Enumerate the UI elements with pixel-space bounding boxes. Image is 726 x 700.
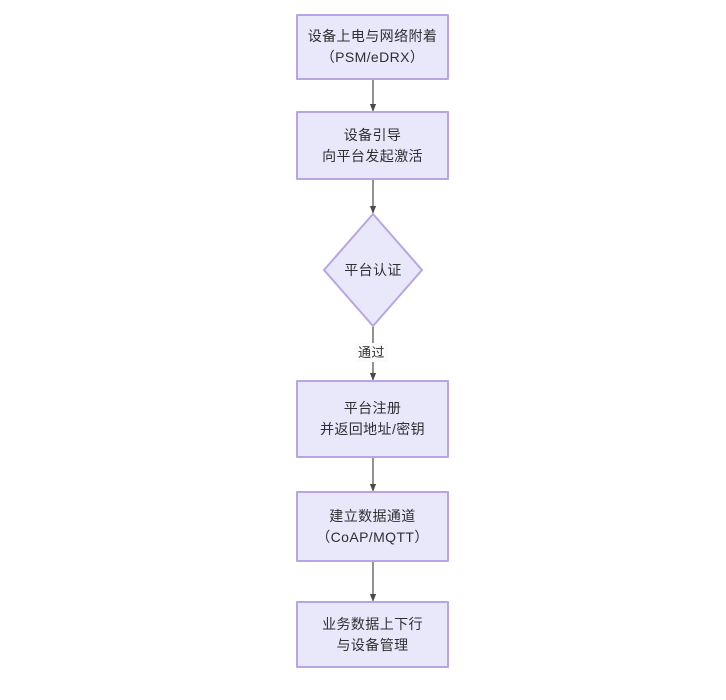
- node-text-line: 业务数据上下行: [322, 615, 423, 632]
- device-bootstrap-node[interactable]: 设备引导向平台发起激活: [296, 111, 449, 180]
- node-text-line: 设备上电与网络附着: [307, 28, 438, 44]
- service-data-node[interactable]: 业务数据上下行与设备管理: [296, 601, 449, 668]
- node-text-line: 建立数据通道: [329, 507, 416, 524]
- device-bootstrap-node-text: 设备引导向平台发起激活: [322, 125, 423, 167]
- node-text-line: （CoAP/MQTT）: [316, 528, 429, 545]
- node-text-line: 并返回地址/密钥: [319, 421, 426, 437]
- edge-auth-to-register-label: 通过: [355, 343, 389, 362]
- platform-authentication-decision-text: 平台认证: [344, 260, 402, 281]
- platform-register-node-text: 平台注册并返回地址/密钥: [320, 398, 425, 440]
- node-text-line: （PSM/eDRX）: [320, 49, 425, 65]
- node-text-line: 向平台发起激活: [322, 147, 423, 164]
- platform-register-node[interactable]: 平台注册并返回地址/密钥: [296, 380, 449, 458]
- data-channel-node-text: 建立数据通道 （CoAP/MQTT）: [316, 506, 429, 548]
- service-data-node-text: 业务数据上下行与设备管理: [322, 614, 423, 656]
- device-power-on-node-text: 设备上电与网络附着 （PSM/eDRX）: [308, 26, 438, 68]
- node-text-line: 与设备管理: [336, 636, 409, 653]
- data-channel-node[interactable]: 建立数据通道 （CoAP/MQTT）: [296, 491, 449, 562]
- platform-authentication-decision[interactable]: 平台认证: [323, 213, 423, 327]
- node-text-line: 平台注册: [343, 400, 402, 416]
- decision-diamond-shape: [323, 213, 423, 327]
- node-text-line: 设备引导: [343, 126, 402, 143]
- device-power-on-node[interactable]: 设备上电与网络附着 （PSM/eDRX）: [296, 14, 449, 80]
- node-text-line: 平台认证: [344, 261, 402, 278]
